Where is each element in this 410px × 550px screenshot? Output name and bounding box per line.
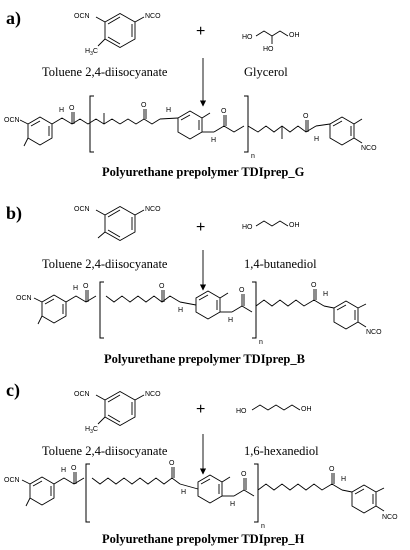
- svg-text:HO: HO: [242, 224, 253, 231]
- svg-text:H: H: [181, 489, 186, 496]
- svg-text:O: O: [69, 105, 75, 112]
- prepolymer-structure-b: OCN H O O H H O n: [16, 281, 382, 346]
- svg-text:O: O: [303, 113, 309, 120]
- svg-text:H: H: [73, 285, 78, 292]
- tdi-structure-c: OCN NCO H3C: [74, 390, 161, 435]
- ocn-label-a: OCN: [74, 13, 90, 20]
- tdi-structure-a: OCN NCO H3C: [74, 12, 161, 57]
- svg-text:HO: HO: [236, 408, 247, 415]
- svg-text:H: H: [323, 291, 328, 298]
- svg-text:O: O: [239, 287, 245, 294]
- svg-text:H3C: H3C: [85, 426, 98, 435]
- svg-text:NCO: NCO: [145, 206, 161, 213]
- svg-text:O: O: [141, 102, 147, 109]
- svg-text:H: H: [341, 476, 346, 483]
- tdi-structure-b: OCN NCO: [74, 205, 161, 242]
- svg-text:O: O: [71, 465, 77, 472]
- svg-text:H: H: [314, 136, 319, 143]
- oh-label-a: OH: [289, 32, 300, 39]
- monomer1-caption-b: Toluene 2,4-diisocyanate: [42, 257, 168, 271]
- panel-b: b) OCN NCO + HO OH Toluene 2,4-diisocyan…: [6, 203, 382, 366]
- svg-text:OCN: OCN: [4, 117, 20, 124]
- plus-sign-a: +: [196, 23, 205, 40]
- svg-text:H: H: [228, 317, 233, 324]
- glycerol-structure: HO OH HO: [242, 30, 300, 53]
- svg-text:OCN: OCN: [16, 295, 32, 302]
- svg-text:NCO: NCO: [361, 145, 377, 152]
- plus-sign-b: +: [196, 219, 205, 236]
- svg-text:H: H: [61, 467, 66, 474]
- svg-text:NCO: NCO: [382, 514, 398, 521]
- product-title-c: Polyurethane prepolymer TDIprep_H: [102, 532, 305, 546]
- panel-c: c) OCN NCO H3C + HO OH Toluene 2,4-diiso…: [4, 380, 398, 546]
- panel-label-a: a): [6, 8, 21, 29]
- svg-text:n: n: [261, 523, 265, 530]
- monomer2-caption-c: 1,6-hexanediol: [244, 444, 319, 458]
- svg-text:O: O: [159, 283, 165, 290]
- ho-label-a2: HO: [263, 46, 274, 53]
- nco-label-a: NCO: [145, 13, 161, 20]
- svg-text:O: O: [221, 108, 227, 115]
- product-title-b: Polyurethane prepolymer TDIprep_B: [104, 352, 305, 366]
- svg-text:NCO: NCO: [145, 391, 161, 398]
- svg-text:OH: OH: [301, 406, 312, 413]
- monomer2-caption-a: Glycerol: [244, 65, 288, 79]
- svg-text:H: H: [59, 107, 64, 114]
- svg-text:OCN: OCN: [74, 391, 90, 398]
- monomer1-caption-c: Toluene 2,4-diisocyanate: [42, 444, 168, 458]
- svg-text:O: O: [329, 466, 335, 473]
- svg-text:n: n: [251, 153, 255, 160]
- svg-text:O: O: [169, 460, 175, 467]
- ho-label-a: HO: [242, 34, 253, 41]
- svg-text:H: H: [211, 137, 216, 144]
- svg-text:O: O: [241, 471, 247, 478]
- panel-label-b: b): [6, 203, 22, 224]
- svg-text:NCO: NCO: [366, 329, 382, 336]
- monomer2-caption-b: 1,4-butanediol: [244, 257, 317, 271]
- svg-text:OCN: OCN: [4, 477, 20, 484]
- h3c-label-a: H3C: [85, 48, 98, 57]
- svg-text:OH: OH: [289, 222, 300, 229]
- plus-sign-c: +: [196, 401, 205, 418]
- panel-a: a) OCN NCO H3C + HO OH HO Toluene 2,4-di…: [4, 8, 377, 179]
- prepolymer-structure-a: OCN H O O H H O n: [4, 95, 377, 160]
- svg-text:n: n: [259, 339, 263, 346]
- prepolymer-structure-c: OCN H O O H H O n: [4, 460, 398, 530]
- svg-text:H: H: [230, 501, 235, 508]
- product-title-a: Polyurethane prepolymer TDIprep_G: [102, 165, 305, 179]
- svg-text:O: O: [311, 282, 317, 289]
- hexanediol-structure: HO OH: [236, 404, 312, 415]
- svg-text:H: H: [178, 307, 183, 314]
- svg-text:H: H: [166, 107, 171, 114]
- butanediol-structure: HO OH: [242, 220, 300, 231]
- panel-label-c: c): [6, 380, 20, 401]
- svg-text:OCN: OCN: [74, 206, 90, 213]
- monomer1-caption-a: Toluene 2,4-diisocyanate: [42, 65, 168, 79]
- svg-text:O: O: [83, 283, 89, 290]
